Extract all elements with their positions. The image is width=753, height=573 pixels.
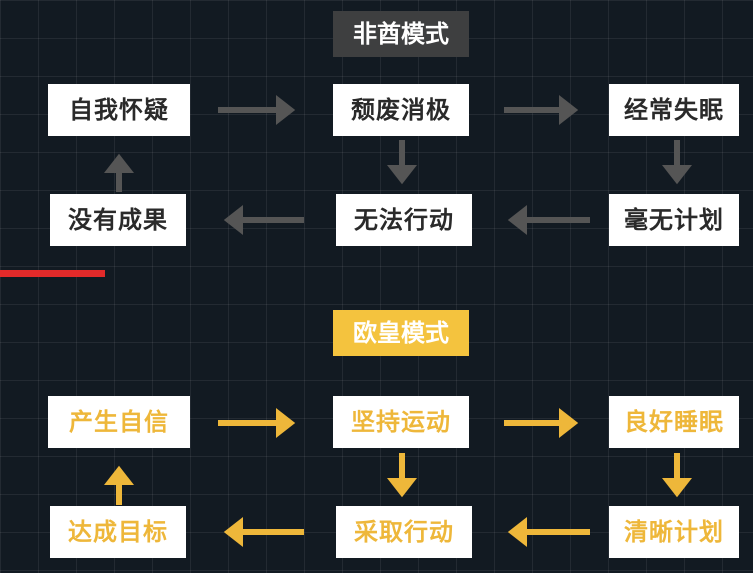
title-feiqiu-mode: 非酋模式 [333,11,469,57]
node-good-sleep: 良好睡眠 [609,396,739,448]
node-decadent: 颓废消极 [333,84,469,136]
node-no-results: 没有成果 [50,194,186,246]
node-no-action: 无法行动 [336,194,472,246]
node-achieve-goal: 达成目标 [50,506,186,558]
node-exercise: 坚持运动 [333,396,469,448]
node-confidence: 产生自信 [48,396,190,448]
title-ouhuang-mode: 欧皇模式 [333,310,469,356]
node-clear-plan: 清晰计划 [609,506,739,558]
red-underline-accent [0,270,105,277]
node-take-action: 采取行动 [336,506,472,558]
node-no-plan: 毫无计划 [609,194,739,246]
node-self-doubt: 自我怀疑 [48,84,190,136]
node-insomnia: 经常失眠 [609,84,739,136]
